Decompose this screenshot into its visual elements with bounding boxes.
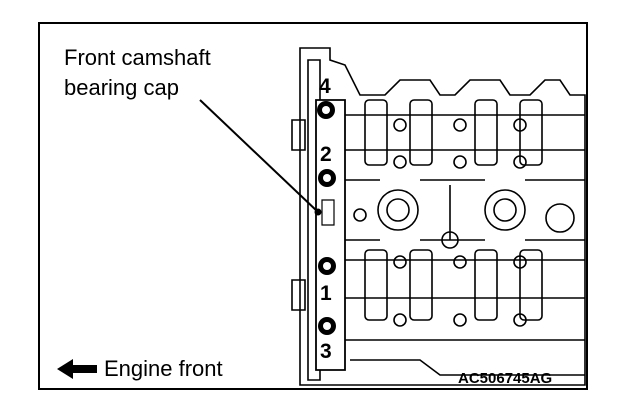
- callout-label-line1: Front camshaft: [64, 45, 211, 70]
- cap-bolts: [317, 101, 336, 335]
- bolt-1: [318, 257, 336, 275]
- bolt-number-3: 3: [320, 340, 332, 363]
- engine-front-arrow-icon: [57, 359, 97, 379]
- engine-front-label: Engine front: [104, 356, 223, 381]
- bolt-number-1: 1: [320, 282, 332, 305]
- figure-code: AC506745AG: [458, 370, 553, 387]
- bolt-number-4: 4: [319, 75, 331, 98]
- callout-label-line2: bearing cap: [64, 75, 179, 100]
- bolt-2: [318, 169, 336, 187]
- front-camshaft-bearing-cap: [315, 99, 346, 371]
- bolt-3: [318, 317, 336, 335]
- bolt-number-2: 2: [320, 143, 332, 166]
- cylinder-head-outline: [291, 47, 586, 386]
- callout-leader: [199, 99, 322, 216]
- bolt-4: [317, 101, 335, 119]
